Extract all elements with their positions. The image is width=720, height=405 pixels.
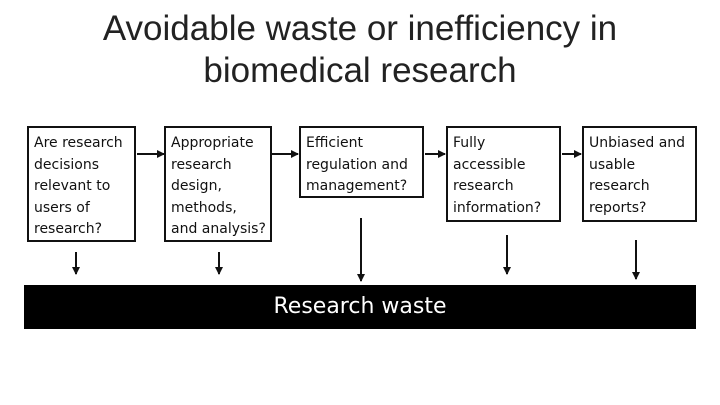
box-unbiased-reports: Unbiased and usable research reports? [582, 126, 697, 222]
box-appropriate-design: Appropriate research design, methods, an… [164, 126, 272, 242]
research-waste-bar: Research waste [24, 285, 696, 329]
research-waste-label: Research waste [273, 294, 447, 319]
box-relevant-decisions: Are research decisions relevant to users… [27, 126, 136, 242]
diagram-title: Avoidable waste or inefficiency in biome… [0, 8, 720, 92]
box-accessible-information: Fully accessible research information? [446, 126, 561, 222]
box-efficient-regulation: Efficient regulation and management? [299, 126, 424, 198]
title-line-1: Avoidable waste or inefficiency in [102, 9, 618, 48]
title-line-2: biomedical research [203, 51, 517, 90]
